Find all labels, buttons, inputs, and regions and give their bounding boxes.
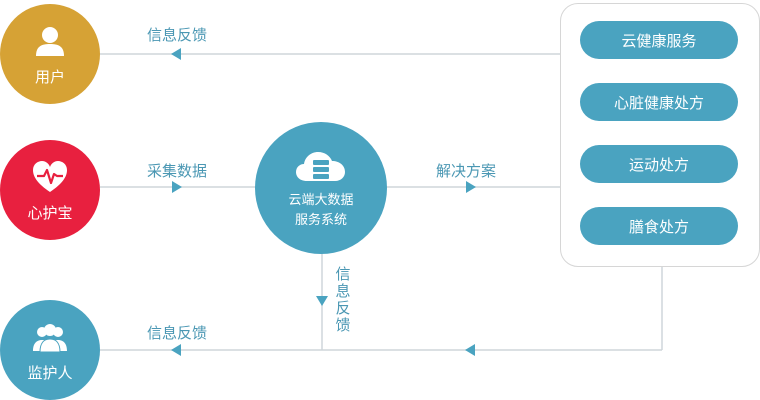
node-cloud-system: 云端大数据 服务系统 — [255, 122, 387, 254]
label-collect-data: 采集数据 — [147, 162, 208, 180]
service-heart-prescription: 心脏健康处方 — [580, 83, 738, 121]
arrow-left-top — [171, 48, 181, 60]
users-group-icon — [33, 323, 67, 352]
node-user: 用户 — [0, 4, 100, 104]
arrow-left-bottom — [171, 344, 181, 356]
arrow-right-collect — [172, 181, 182, 193]
label-feedback-top: 信息反馈 — [147, 26, 208, 44]
service-exercise-prescription: 运动处方 — [580, 145, 738, 183]
cloud-label-line1: 云端大数据 — [288, 193, 354, 208]
arrow-left-bottom-right — [465, 344, 475, 356]
service-cloud-health: 云健康服务 — [580, 21, 738, 59]
service-diet-prescription: 膳食处方 — [580, 207, 738, 245]
cloud-server-icon — [296, 152, 345, 181]
node-guardian-label: 监护人 — [27, 363, 73, 382]
node-xinhubao: 心护宝 — [0, 140, 100, 240]
services-panel: 云健康服务 心脏健康处方 运动处方 膳食处方 — [560, 3, 760, 267]
heart-pulse-icon — [33, 160, 67, 192]
node-xinhubao-label: 心护宝 — [27, 203, 73, 222]
user-icon — [36, 26, 64, 56]
cloud-label-line2: 服务系统 — [294, 213, 347, 228]
label-feedback-vertical: 信息反馈 — [335, 265, 351, 334]
arrow-down-feedback — [316, 296, 328, 306]
label-solution: 解决方案 — [436, 162, 497, 180]
node-guardian: 监护人 — [0, 300, 100, 400]
node-user-label: 用户 — [34, 67, 65, 86]
label-feedback-bottom: 信息反馈 — [147, 324, 208, 342]
arrow-right-solution — [466, 181, 476, 193]
